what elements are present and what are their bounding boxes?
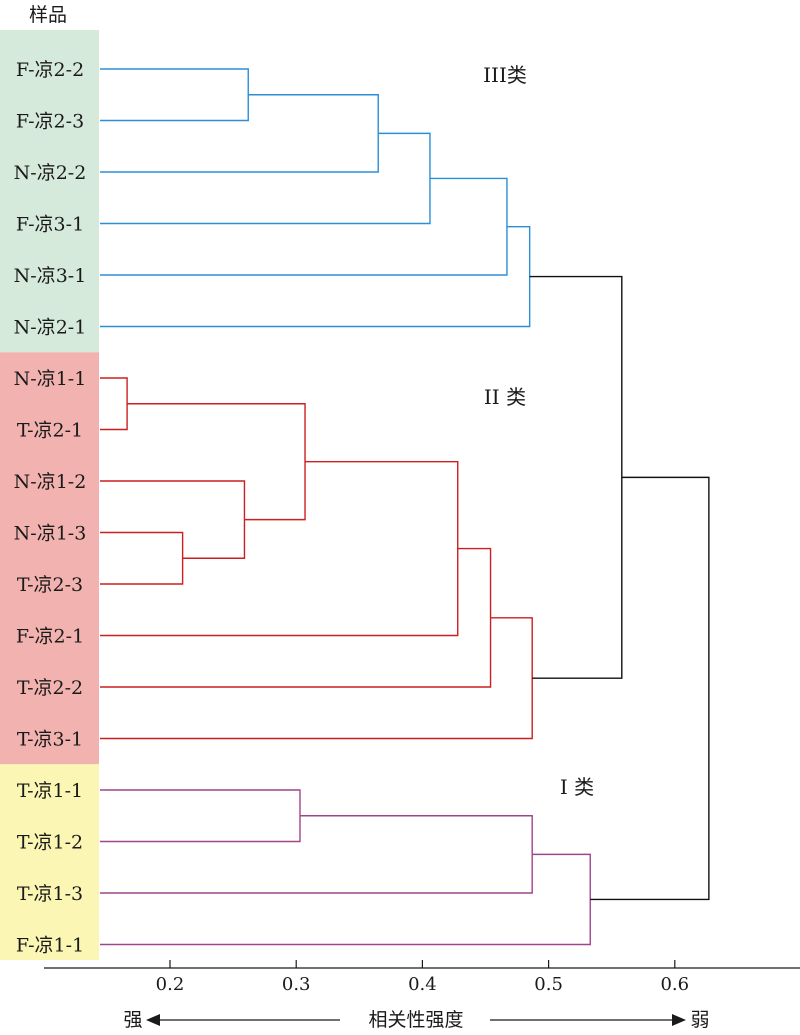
dendrogram-link	[127, 403, 306, 521]
class-label-ii: II 类	[484, 385, 526, 409]
leaf-label: T-凉1-3	[17, 883, 83, 905]
dendrogram-link	[100, 547, 492, 688]
dendrogram-link	[100, 68, 249, 122]
band-ii	[0, 352, 99, 765]
x-tick-label: 0.4	[408, 974, 437, 995]
leaf-labels: F-凉2-2F-凉2-3N-凉2-2F-凉3-1N-凉3-1N-凉2-1N-凉1…	[14, 59, 87, 957]
leaf-label: T-凉1-2	[17, 832, 83, 854]
leaf-label: F-凉1-1	[16, 935, 84, 957]
leaf-label: N-凉1-2	[14, 471, 87, 493]
x-tick-label: 0.3	[282, 974, 311, 995]
leaf-label: T-凉2-3	[17, 574, 83, 596]
leaf-label: T-凉2-2	[17, 677, 83, 699]
dendrogram-link	[100, 531, 184, 585]
x-axis: 0.2 0.3 0.4 0.5 0.6	[44, 960, 800, 995]
x-tick-label: 0.6	[660, 974, 689, 995]
x-axis-left-label: 强	[123, 1009, 142, 1031]
dendrogram-links	[100, 68, 710, 946]
leaf-label: F-凉2-1	[16, 626, 84, 648]
class-labels: III类 II 类 I 类	[483, 63, 594, 799]
leaf-label: N-凉2-1	[14, 317, 87, 339]
dendrogram-link	[100, 815, 533, 894]
leaf-label: F-凉2-3	[16, 111, 84, 133]
leaf-label: T-凉1-1	[17, 780, 83, 802]
dendrogram-link	[100, 480, 246, 559]
dendrogram-link	[100, 132, 431, 225]
class-label-i: I 类	[560, 775, 594, 799]
leaf-label: T-凉3-1	[17, 729, 83, 751]
x-tick-label: 0.5	[534, 974, 563, 995]
group-bands	[0, 30, 99, 960]
dendrogram-link	[100, 789, 301, 843]
x-ticks: 0.2 0.3 0.4 0.5 0.6	[156, 960, 689, 995]
leaf-label: N-凉1-1	[14, 368, 87, 390]
class-label-iii: III类	[483, 63, 527, 87]
right-arrowhead	[672, 1014, 686, 1026]
x-axis-right-label: 弱	[690, 1009, 709, 1031]
dendrogram-link	[100, 226, 531, 328]
sample-header: 样品	[29, 4, 67, 26]
leaf-label: F-凉3-1	[16, 214, 84, 236]
band-iii	[0, 30, 99, 353]
leaf-label: N-凉3-1	[14, 265, 87, 287]
dendrogram-link	[100, 377, 128, 431]
band-i	[0, 764, 99, 960]
dendrogram-link	[590, 476, 710, 901]
leaf-label: N-凉1-3	[14, 523, 87, 545]
dendrogram-link	[100, 94, 379, 173]
leaf-label: N-凉2-2	[14, 162, 87, 184]
left-arrowhead	[146, 1014, 160, 1026]
dendrogram-link	[100, 177, 508, 276]
dendrogram-link	[100, 853, 591, 946]
dendrogram-link	[529, 275, 623, 679]
leaf-label: F-凉2-2	[16, 59, 84, 81]
leaf-label: T-凉2-1	[17, 420, 83, 442]
x-tick-label: 0.2	[156, 974, 185, 995]
dendrogram-link	[100, 460, 459, 637]
x-axis-title-group: 强 相关性强度 弱	[123, 1009, 709, 1031]
x-axis-title: 相关性强度	[368, 1009, 463, 1031]
